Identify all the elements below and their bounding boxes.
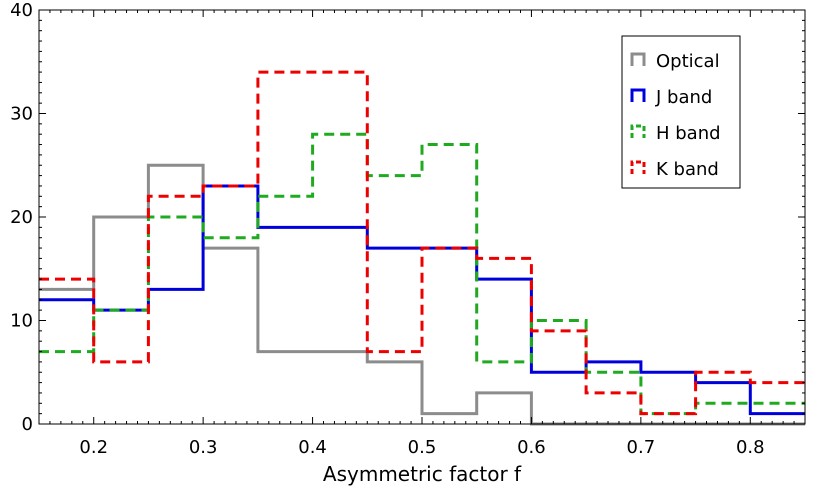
legend-label-optical: Optical bbox=[656, 51, 720, 72]
legend-box bbox=[621, 35, 741, 189]
x-tick-label: 0.8 bbox=[736, 437, 765, 458]
y-tick-label: 0 bbox=[22, 414, 33, 435]
legend-label-h-band: H band bbox=[656, 123, 721, 144]
y-tick-label: 20 bbox=[10, 207, 33, 228]
x-tick-label: 0.4 bbox=[298, 437, 327, 458]
x-tick-label: 0.5 bbox=[408, 437, 437, 458]
x-axis-label: Asymmetric factor f bbox=[323, 462, 522, 486]
y-tick-label: 30 bbox=[10, 104, 33, 125]
legend-label-k-band: K band bbox=[656, 159, 719, 180]
x-tick-label: 0.2 bbox=[79, 437, 108, 458]
y-tick-label: 10 bbox=[10, 311, 33, 332]
labels-layer: 0.2 0.3 0.4 0.5 0.6 0.7 0.8 0 10 20 30 40 bbox=[10, 0, 765, 458]
legend-marker-h-band bbox=[630, 124, 646, 138]
x-tick-label: 0.3 bbox=[189, 437, 218, 458]
legend-label-j-band: J band bbox=[655, 87, 712, 108]
series-line-j-band bbox=[39, 184, 805, 416]
x-tick-label: 0.6 bbox=[517, 437, 546, 458]
legend-marker-k-band bbox=[630, 160, 646, 174]
series-line-k-band bbox=[39, 70, 805, 416]
legend: Optical J band H band K band bbox=[621, 35, 741, 189]
legend-marker-j-band bbox=[630, 88, 646, 102]
x-tick-label: 0.7 bbox=[627, 437, 656, 458]
ticks-layer bbox=[38, 9, 806, 425]
y-tick-label: 40 bbox=[10, 0, 33, 21]
legend-marker-optical bbox=[630, 52, 646, 66]
